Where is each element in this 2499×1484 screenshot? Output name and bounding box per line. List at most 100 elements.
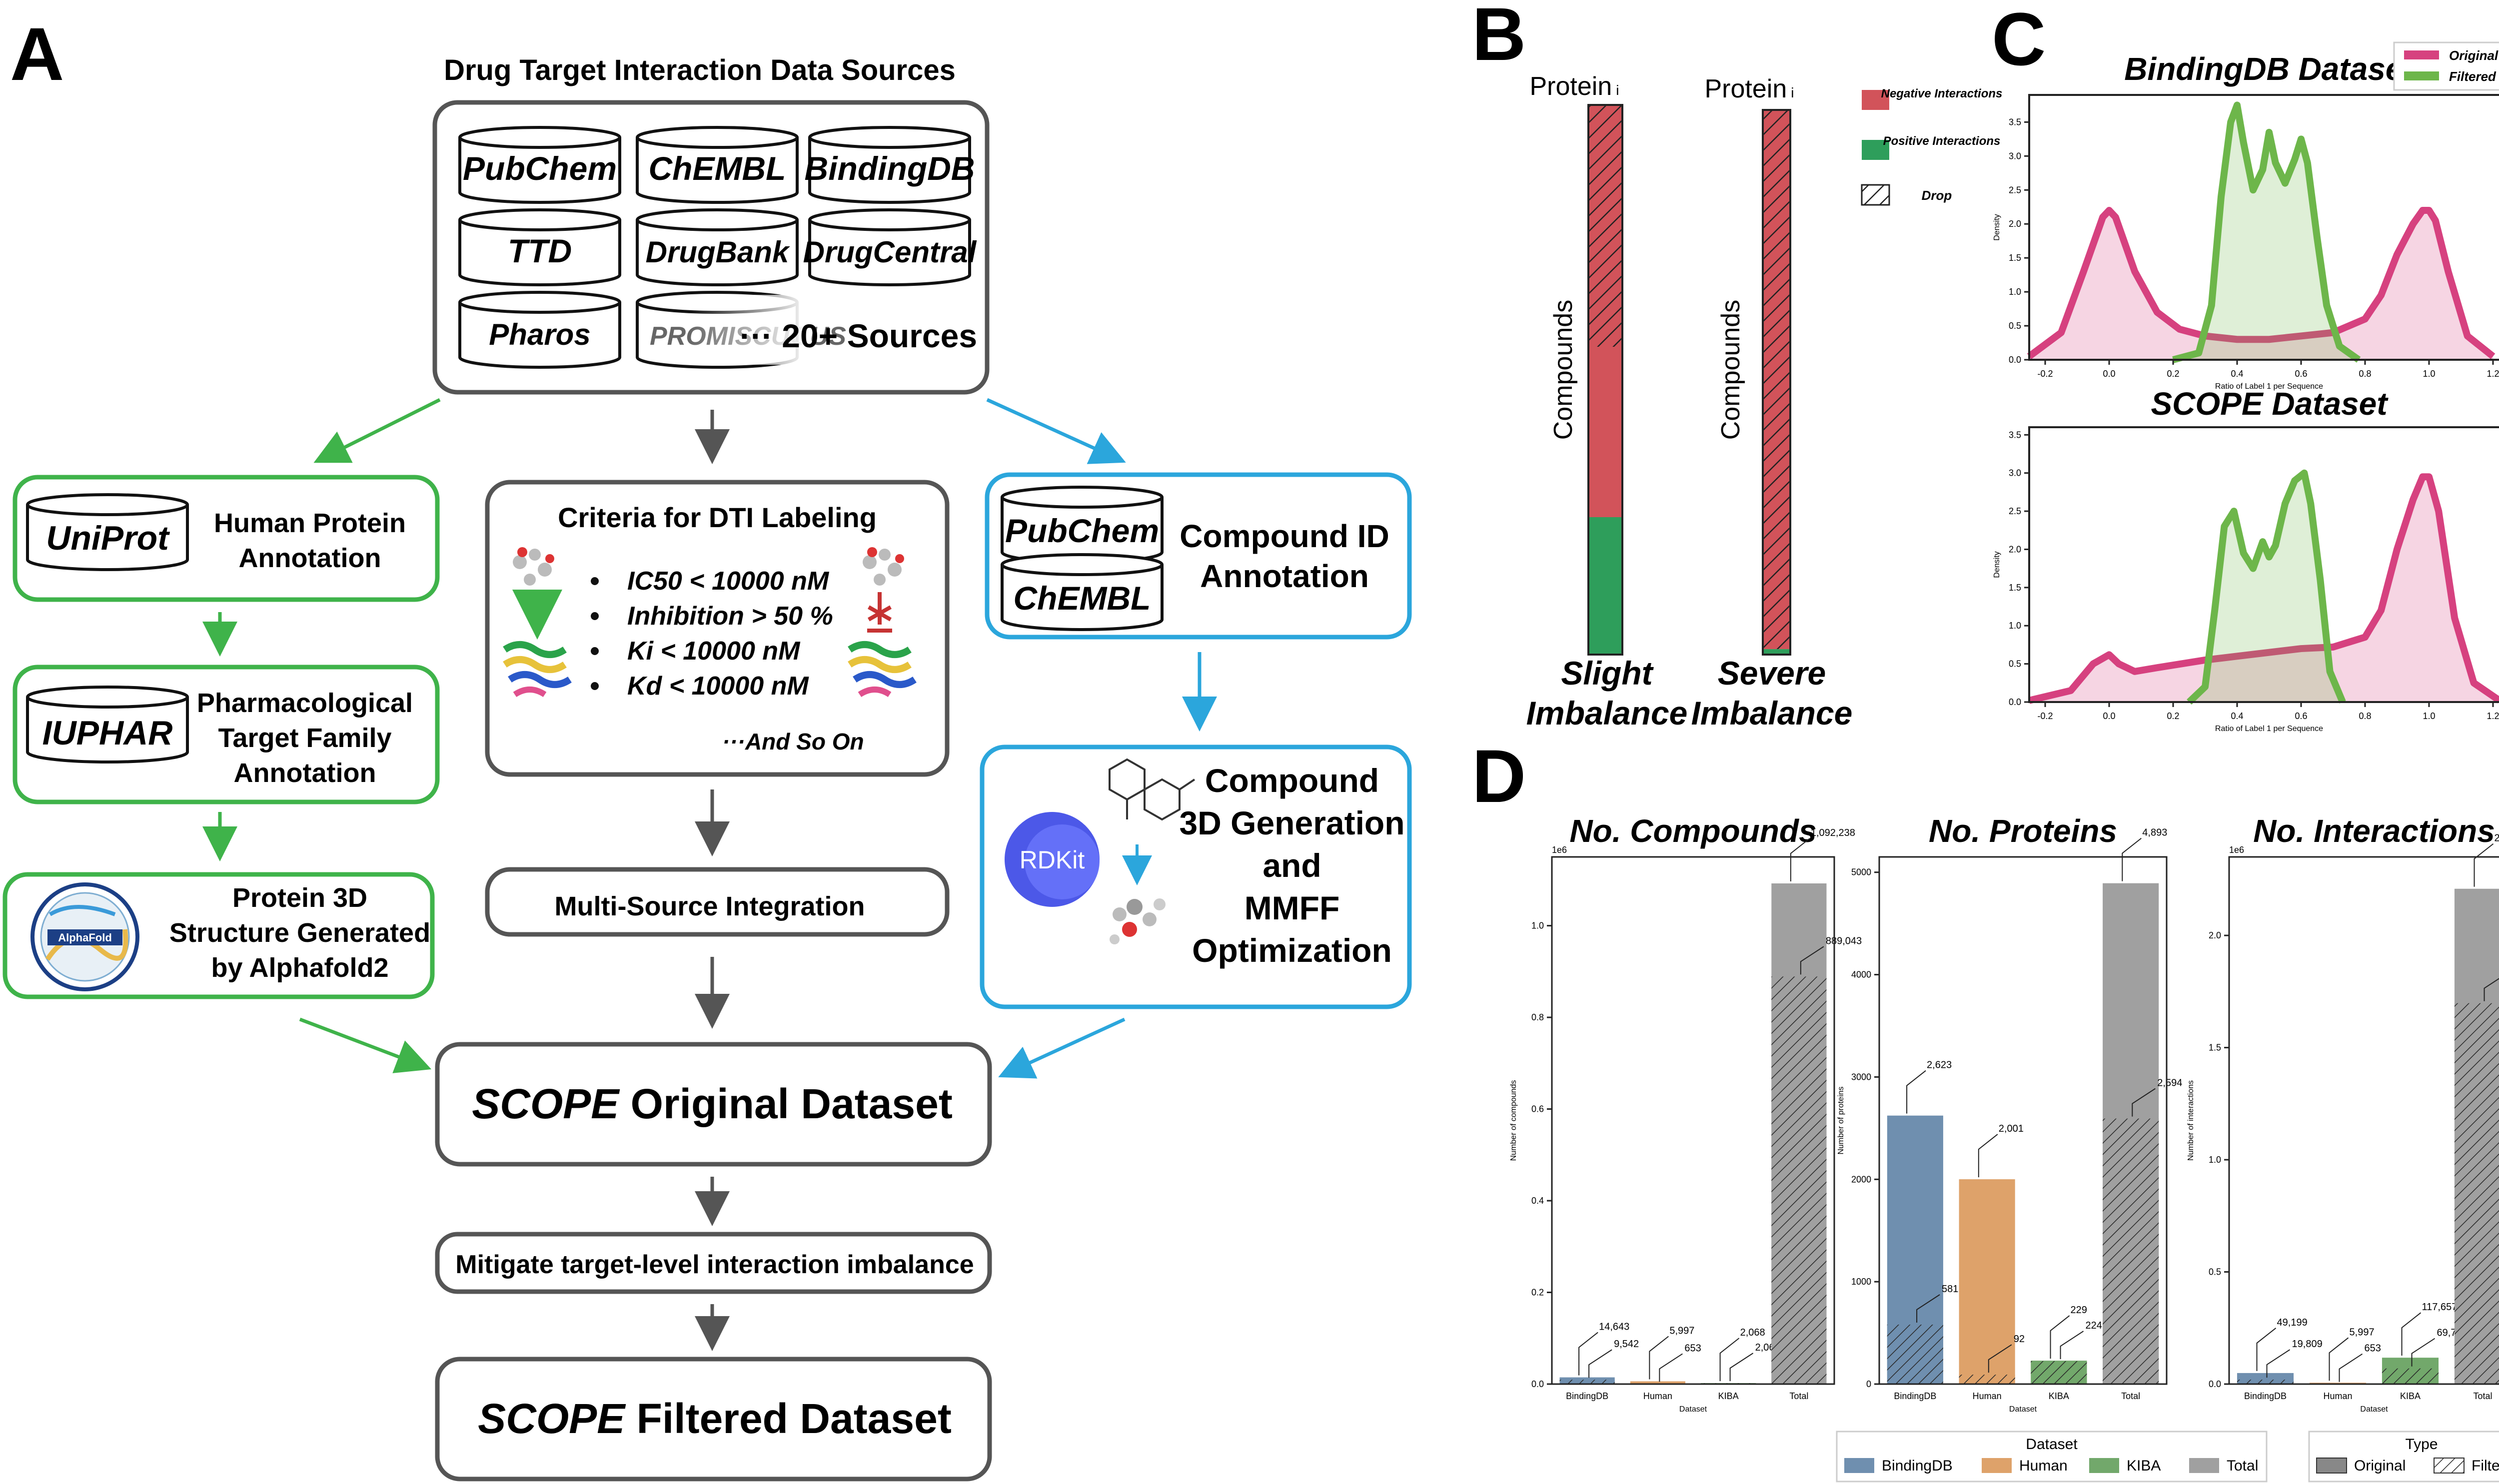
value-label-original: 2,208,049: [2495, 833, 2499, 844]
compounds-label-2: Compounds: [1716, 300, 1745, 440]
value-pointer-original: [2122, 837, 2142, 881]
value-label-original: 4,893: [2142, 827, 2167, 838]
bar-filtered-hatch: [2103, 1118, 2159, 1384]
x-tick-label: Human: [1643, 1391, 1672, 1401]
bar-filtered-hatch: [1559, 1380, 1615, 1384]
y-tick-label: 0.0: [2009, 355, 2021, 365]
legend-dataset: Dataset BindingDB Human KIBA Total: [1836, 1431, 2268, 1483]
x-axis-label: Ratio of Label 1 per Sequence: [2215, 725, 2323, 733]
x-tick-label: KIBA: [1718, 1391, 1739, 1401]
x-tick-label: KIBA: [2400, 1391, 2421, 1401]
y-tick-label: 0.5: [2009, 659, 2021, 669]
filtered-dataset-label: SCOPE Filtered Dataset: [478, 1395, 952, 1442]
value-label-original: 49,199: [2277, 1317, 2308, 1328]
y-tick-label: 2.0: [2009, 544, 2021, 554]
value-pointer-original: [2401, 1312, 2422, 1356]
protein3d-line1: Protein 3D: [232, 883, 367, 913]
legend-type-title: Type: [2405, 1436, 2438, 1453]
db-chembl: [636, 126, 799, 204]
value-pointer-original: [2474, 843, 2494, 887]
pharma-line3: Annotation: [234, 758, 376, 788]
y-tick-label: 0.0: [2009, 697, 2021, 707]
compound-id-line2: Annotation: [1200, 558, 1369, 594]
legend-dataset-title: Dataset: [2026, 1436, 2078, 1453]
chart-title: No. Proteins: [1929, 813, 2117, 849]
molecule-2d-icon: [1109, 758, 1196, 821]
legend-positive: Positive Interactions: [1883, 134, 2001, 148]
criteria-box: [485, 480, 950, 777]
y-tick-label: 0.0: [1531, 1379, 1544, 1389]
pharma-line1: Pharmacological: [197, 688, 413, 718]
value-pointer-original: [1790, 838, 1810, 881]
multi-source-box: [485, 867, 950, 937]
x-tick-label: Total: [1789, 1391, 1808, 1401]
value-pointer-original: [2329, 1337, 2349, 1381]
protein3d-line2: Structure Generated: [169, 918, 430, 948]
bar-chart-proteins: No. Proteins2,623581BindingDB2,00192Huma…: [1837, 813, 2182, 1414]
value-label-original: 2,001: [1999, 1123, 2024, 1134]
y-tick-label: 0: [1866, 1379, 1871, 1389]
chart-title: No. Interactions: [2253, 813, 2495, 849]
panel-label-a: A: [10, 12, 64, 96]
density-area-original: [2029, 477, 2499, 702]
y-tick-label: 1.5: [2009, 253, 2021, 263]
bar-segment-positive: [1588, 517, 1622, 655]
y-axis-label: Density: [1993, 551, 2001, 578]
legend-item: Human: [2019, 1458, 2068, 1474]
bar-segment-drop-hatch: [1763, 110, 1790, 650]
value-label-original: 1,092,238: [1811, 827, 1855, 838]
x-tick-label: 0.0: [2103, 711, 2115, 721]
x-tick-label: 0.2: [2167, 711, 2179, 721]
alphafold-logo-text: AlphaFold: [58, 931, 112, 944]
y-tick-label: 2.5: [2009, 185, 2021, 195]
value-label-original: 2,068: [1740, 1327, 1765, 1338]
value-pointer-original: [1649, 1336, 1669, 1380]
criteria-item: Kd < 10000 nM: [627, 672, 809, 701]
y-tick-label: 1.0: [2009, 621, 2021, 631]
human-protein-line1: Human Protein: [214, 508, 406, 538]
bar-severe: [1762, 109, 1791, 656]
db-label-chembl: ChEMBL: [649, 150, 786, 187]
density-area-original: [2029, 210, 2493, 360]
y-tick-label: 5000: [1851, 867, 1871, 877]
y-axis-label: Number of interactions: [2187, 1080, 2195, 1161]
bar-filtered-hatch: [1887, 1324, 1943, 1384]
y-tick-label: 2.0: [2209, 930, 2221, 940]
compound3d-line3: and: [1262, 847, 1321, 884]
x-tick-label: 0.4: [2231, 369, 2243, 379]
y-tick-label: 3.5: [2009, 430, 2021, 440]
sources-title: Drug Target Interaction Data Sources: [444, 54, 956, 86]
value-label-filtered: 2,594: [2157, 1078, 2182, 1089]
mitigate-label: Mitigate target-level interaction imbala…: [455, 1250, 974, 1279]
legend-item: Total: [2227, 1458, 2258, 1474]
value-pointer-original: [1719, 1338, 1740, 1382]
y-tick-label: 2.0: [2009, 219, 2021, 229]
iuphar-cylinder: [26, 686, 189, 763]
x-tick-label: 0.8: [2359, 369, 2371, 379]
density-line-filtered: [2172, 101, 2361, 363]
y-tick-label: 0.4: [1531, 1196, 1544, 1206]
criteria-item: Inhibition > 50 %: [627, 602, 833, 631]
y-tick-label: 0.0: [2209, 1379, 2221, 1389]
filtered-dataset-box: [435, 1357, 992, 1482]
legend-original: Original: [2449, 48, 2499, 63]
y-axis-label: Number of compounds: [1509, 1080, 1518, 1161]
value-pointer-original: [2256, 1328, 2277, 1371]
value-pointer-filtered: [1988, 1344, 2012, 1373]
flow-arrows: [202, 398, 1217, 1351]
y-tick-label: 0.2: [1531, 1288, 1544, 1298]
value-label-filtered: 581: [1942, 1284, 1958, 1295]
value-pointer-filtered: [2266, 1349, 2291, 1378]
x-axis-label: Ratio of Label 1 per Sequence: [2215, 382, 2323, 391]
x-tick-label: 0.0: [2103, 369, 2115, 379]
x-tick-label: BindingDB: [1894, 1391, 1936, 1401]
bar-slight: [1587, 104, 1623, 656]
scale-label: 1e6: [2229, 845, 2244, 855]
value-label-original: 2,623: [1927, 1060, 1952, 1071]
compound3d-box: [980, 744, 1412, 1009]
